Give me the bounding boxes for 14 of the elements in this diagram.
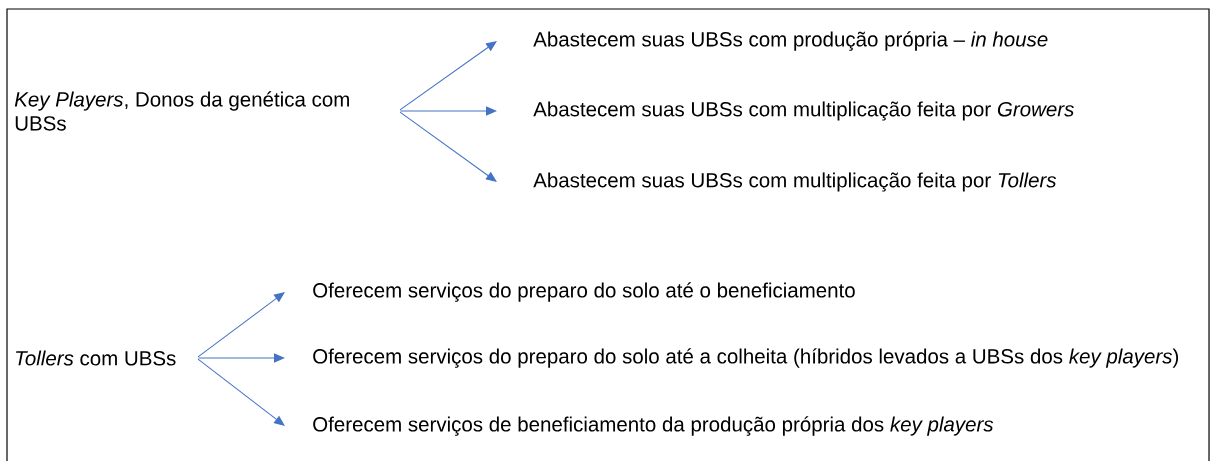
group-label: Tollers com UBSs [16, 350, 176, 366]
arrow [197, 358, 285, 426]
item-text: Abastecem suas UBSs com produção própria – in house [533, 31, 1048, 51]
item-text: Abastecem suas UBSs com multiplicação feita por Growers [533, 101, 1074, 121]
arrow [197, 353, 285, 363]
item-text: Oferecem serviços do preparo do solo até a colheita (híbridos levados a UBSs dos key players) [313, 348, 1179, 368]
arrow [399, 106, 497, 116]
arrow [399, 41, 497, 111]
item-text: Oferecem serviços de beneficiamento da produção própria dos key players [313, 416, 994, 436]
item-text: Oferecem serviços do preparo do solo até o beneficiamento [313, 282, 855, 302]
arrow [197, 292, 285, 358]
arrow [399, 111, 497, 182]
group-label: Key Players, Donos da genética com UBSs [14, 91, 349, 131]
item-text: Abastecem suas UBSs com multiplicação feita por Tollers [533, 172, 1057, 192]
